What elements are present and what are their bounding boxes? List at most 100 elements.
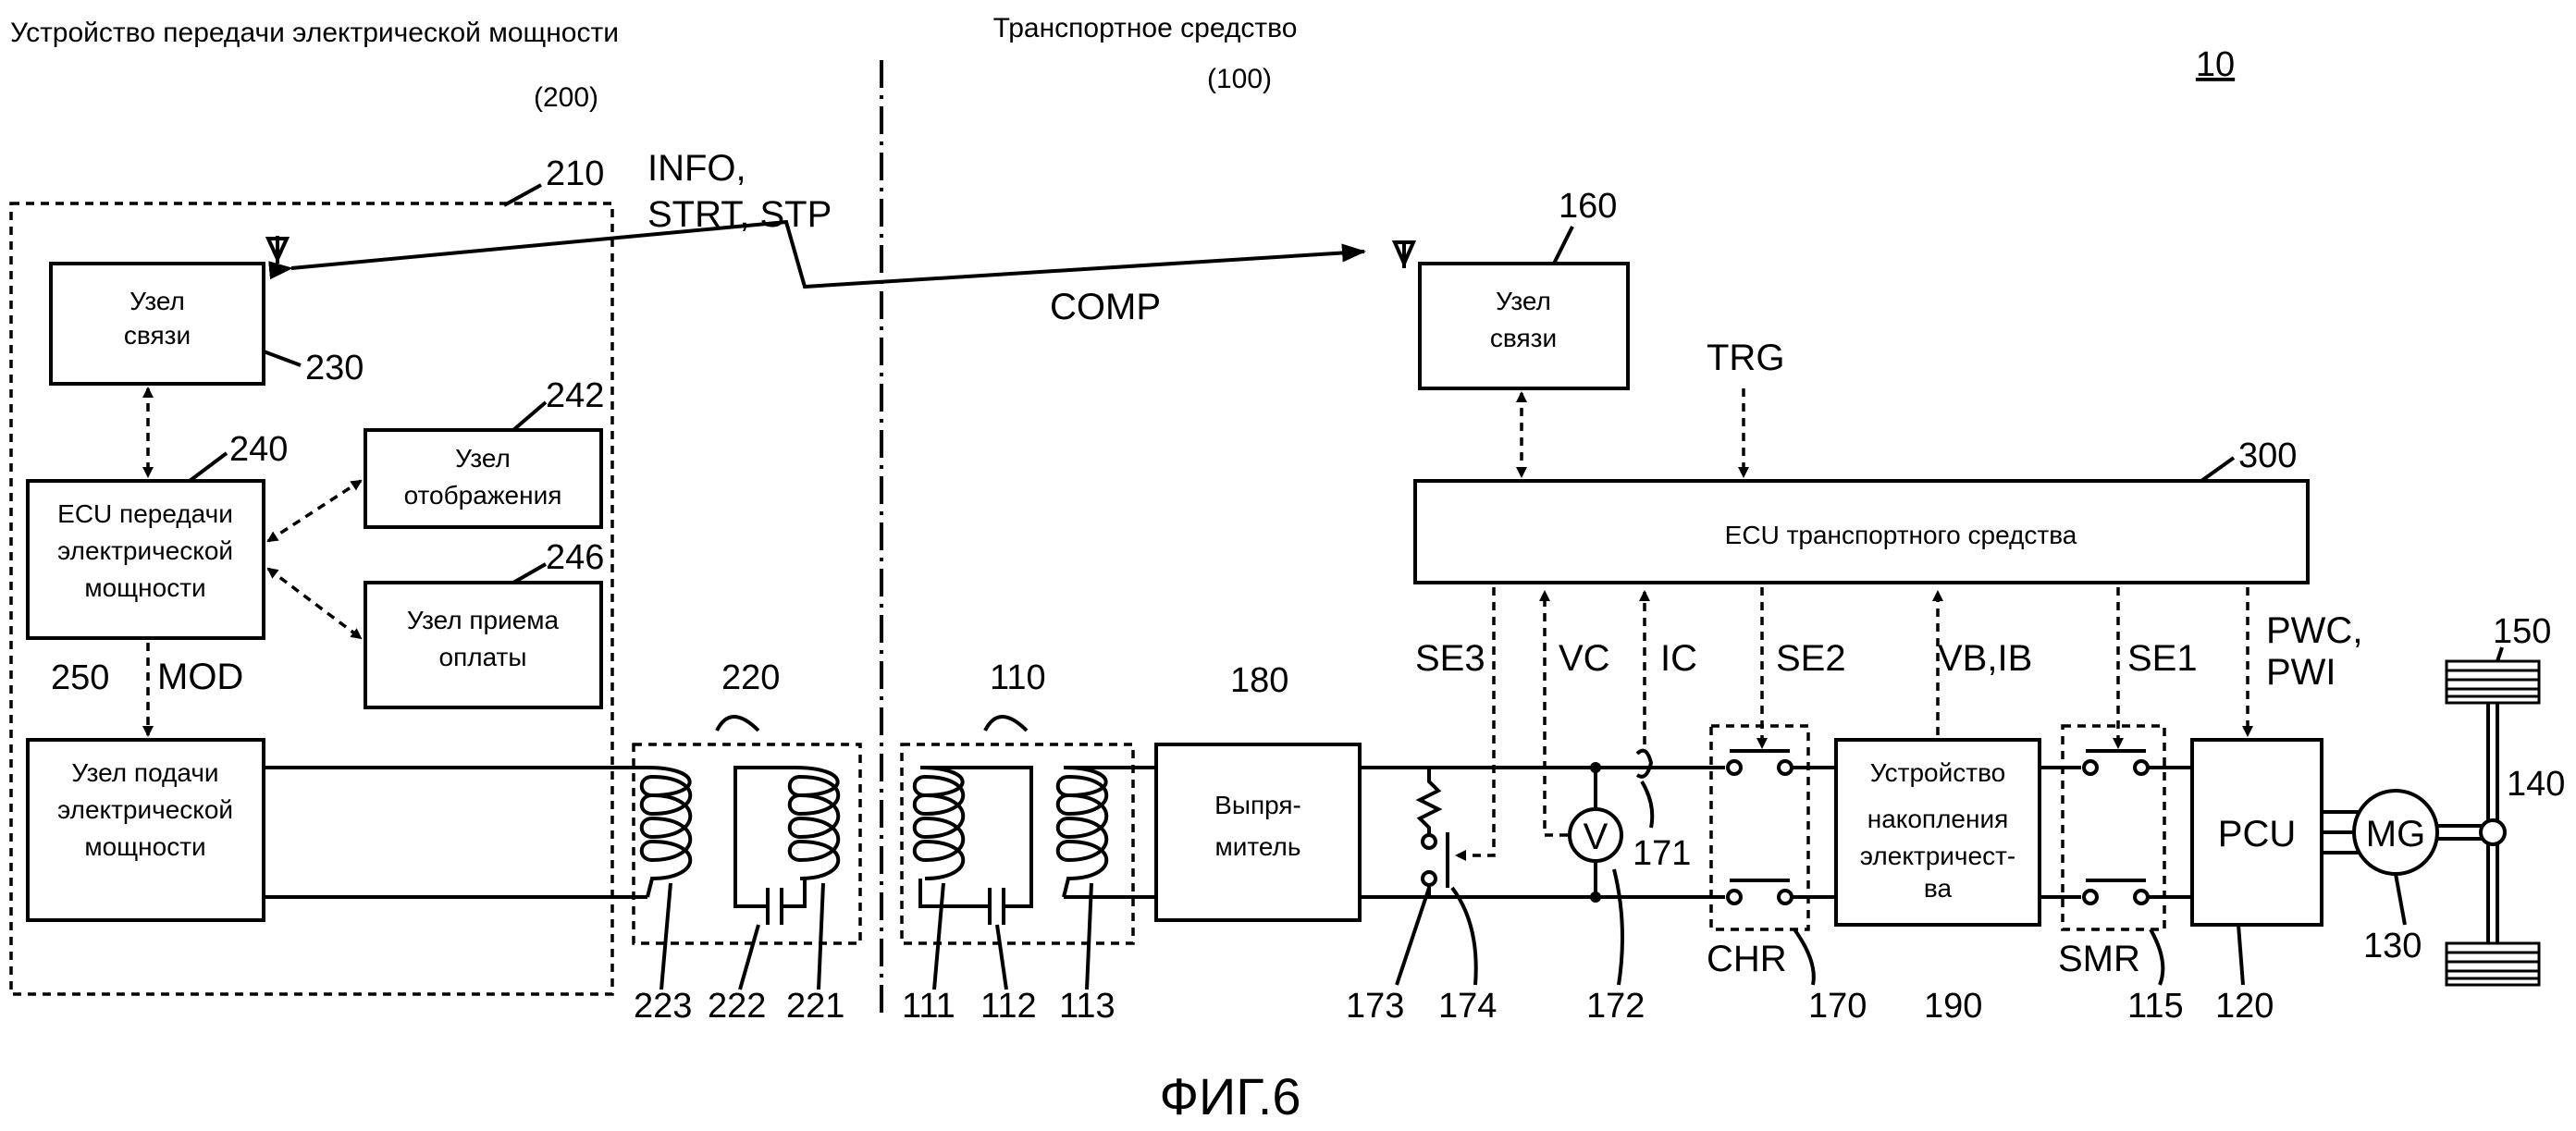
ref-110: 110 <box>990 658 1046 697</box>
device-frame-210 <box>9 202 614 996</box>
ref-120: 120 <box>2215 987 2274 1026</box>
device-header: Устройство передачи электрической мощнос… <box>10 18 619 48</box>
rectifier-label2: митель <box>1215 832 1301 861</box>
power-supply-250-label1: Узел подачи <box>71 758 218 787</box>
rectifier-180 <box>1154 743 1362 922</box>
voltmeter-172 <box>1568 807 1623 863</box>
vehicle-number: (100) <box>1207 64 1272 94</box>
storage-device-190 <box>1834 738 2041 927</box>
differential-140 <box>2479 818 2507 846</box>
ref-240: 240 <box>229 430 288 469</box>
signal-vc: VC <box>1559 638 1610 679</box>
power-supply-250-label2: электрической <box>57 795 233 824</box>
pcu-120 <box>2190 738 2323 927</box>
ref-140: 140 <box>2507 765 2565 804</box>
coil-111 <box>912 766 966 880</box>
antenna-icon-device <box>265 236 290 264</box>
rectifier-label1: Выпря- <box>1214 791 1301 819</box>
storage-label3: электричест- <box>1860 842 2016 870</box>
power-supply-250 <box>26 738 265 922</box>
pcu-label: PCU <box>2218 814 2296 854</box>
ref-190: 190 <box>1924 987 1982 1026</box>
comm-unit-230-label: Узел <box>129 287 185 315</box>
comm-unit-160-label1: Узел <box>1496 287 1551 315</box>
coil-223 <box>639 766 693 898</box>
ref-210: 210 <box>546 154 604 193</box>
display-unit-242-label2: отображения <box>404 481 562 510</box>
ref-171: 171 <box>1633 834 1691 873</box>
ref-222: 222 <box>708 987 766 1026</box>
smr-switch-top <box>2082 749 2150 776</box>
chr-switch-bottom <box>1726 879 1793 905</box>
ref-180: 180 <box>1230 661 1288 700</box>
transmit-unit-220 <box>632 743 862 945</box>
vehicle-ecu-300-label: ECU транспортного средства <box>1725 521 2077 549</box>
power-supply-250-label3: мощности <box>84 832 205 861</box>
ref-173: 173 <box>1346 987 1404 1026</box>
coil-221 <box>787 766 841 880</box>
signal-mod: MOD <box>157 657 243 697</box>
current-sensor-171 <box>1635 748 1654 779</box>
ref-160: 160 <box>1559 187 1617 226</box>
chr-label: CHR <box>1707 939 1787 979</box>
device-number: (200) <box>534 82 598 113</box>
transfer-ecu-240-label3: мощности <box>84 573 205 602</box>
mg-label: MG <box>2366 814 2425 854</box>
display-unit-242-label1: Узел <box>455 444 511 473</box>
signal-se3: SE3 <box>1415 638 1485 679</box>
ref-130: 130 <box>2363 927 2422 965</box>
resistor-173 <box>1415 768 1443 897</box>
comm-unit-230-label2: связи <box>124 321 191 350</box>
wireless-link <box>268 219 1366 289</box>
transfer-ecu-240-label2: электрической <box>57 536 233 565</box>
ref-170: 170 <box>1808 987 1867 1026</box>
signal-strt-stp: STRT, STP <box>647 194 832 235</box>
ref-246: 246 <box>546 538 604 577</box>
storage-label2: накопления <box>1867 805 2009 833</box>
vehicle-header: Транспортное средство <box>993 13 1298 43</box>
transfer-ecu-240-label1: ECU передачи <box>57 499 233 528</box>
payment-unit-246-label2: оплаты <box>439 643 527 671</box>
receive-unit-110 <box>900 743 1135 945</box>
storage-label4: ва <box>1924 874 1953 903</box>
ref-250: 250 <box>51 658 109 697</box>
ref-220: 220 <box>721 658 780 697</box>
ref-112: 112 <box>980 987 1037 1026</box>
signal-trg: TRG <box>1707 338 1784 378</box>
system-number: 10 <box>2196 45 2235 84</box>
signal-comp: COMP <box>1050 287 1161 327</box>
ref-174: 174 <box>1438 987 1497 1026</box>
comm-unit-160-label2: связи <box>1490 324 1557 352</box>
ref-115: 115 <box>2127 987 2184 1026</box>
ref-172: 172 <box>1586 987 1645 1026</box>
ref-242: 242 <box>546 376 604 415</box>
antenna-icon-vehicle <box>1391 240 1417 269</box>
wheel-bottom-150 <box>2445 941 2541 987</box>
signal-se1: SE1 <box>2127 638 2198 679</box>
chr-switch-top <box>1726 749 1793 776</box>
comm-unit-160 <box>1418 262 1630 390</box>
signal-pwi: PWI <box>2266 652 2336 693</box>
ref-111: 111 <box>902 987 955 1026</box>
smr-label: SMR <box>2058 939 2140 979</box>
ref-223: 223 <box>634 987 692 1026</box>
vehicle-ecu-300 <box>1413 479 2310 584</box>
payment-unit-246-label1: Узел приема <box>407 606 560 634</box>
smr-switch-bottom <box>2082 879 2150 905</box>
comm-unit-230 <box>49 262 265 386</box>
voltmeter-label: V <box>1584 817 1608 857</box>
transfer-ecu-240 <box>26 479 265 640</box>
system-main-relay-115 <box>2061 724 2166 931</box>
signal-vb-ib: VB,IB <box>1938 638 2032 679</box>
signal-info: INFO, <box>647 148 746 189</box>
ref-221: 221 <box>786 987 844 1026</box>
signal-pwc: PWC, <box>2266 610 2362 651</box>
payment-unit-246 <box>364 581 603 709</box>
ref-113: 113 <box>1059 987 1115 1026</box>
figure-caption: ФИГ.6 <box>1159 1067 1300 1125</box>
storage-label1: Устройство <box>1870 758 2005 787</box>
wheel-top-150 <box>2445 659 2541 705</box>
ref-150: 150 <box>2493 612 2551 651</box>
coil-113 <box>1055 766 1109 898</box>
